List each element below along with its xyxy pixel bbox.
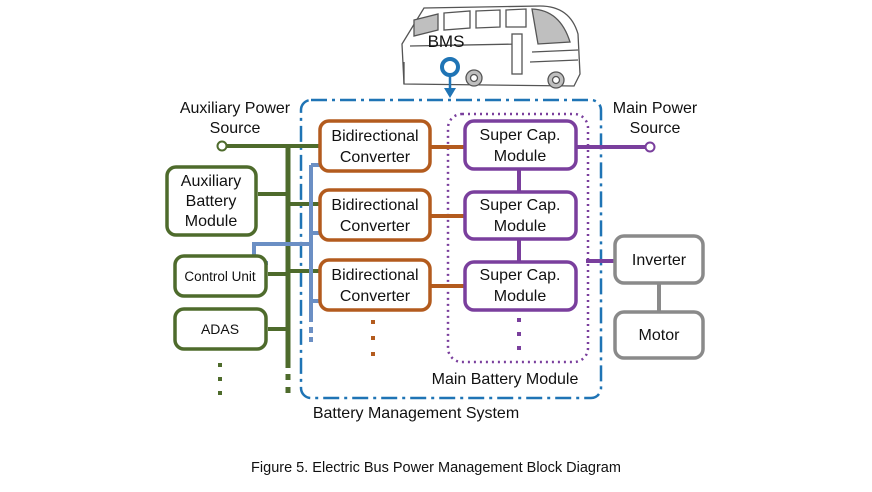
control-unit: Control Unit xyxy=(173,254,268,298)
svg-text:ADAS: ADAS xyxy=(201,321,239,337)
aux-power-source-label: Auxiliary Power xyxy=(180,100,291,117)
location-pin-icon xyxy=(440,57,460,98)
auxiliary-bus xyxy=(225,144,320,393)
supercap-continuation-dots xyxy=(517,318,521,350)
bidirectional-converter-2: Bidirectional Converter xyxy=(318,188,432,242)
main-power-source-label: Main Power xyxy=(613,100,698,117)
main-power-source-label-2: Source xyxy=(630,120,681,137)
svg-text:Bidirectional: Bidirectional xyxy=(331,267,418,284)
main-battery-module-label: Main Battery Module xyxy=(432,371,579,388)
svg-text:Module: Module xyxy=(494,218,547,235)
svg-text:Super Cap.: Super Cap. xyxy=(480,267,561,284)
svg-text:Module: Module xyxy=(494,148,547,165)
inverter: Inverter xyxy=(613,234,705,285)
svg-text:Auxiliary: Auxiliary xyxy=(181,173,241,190)
svg-text:Control Unit: Control Unit xyxy=(184,269,256,284)
aux-continuation-dots xyxy=(218,363,222,395)
bidirectional-converter-1: Bidirectional Converter xyxy=(318,119,432,173)
adas: ADAS xyxy=(173,307,268,351)
super-cap-module-3: Super Cap. Module xyxy=(463,260,578,312)
svg-text:Converter: Converter xyxy=(340,149,411,166)
svg-text:Converter: Converter xyxy=(340,288,411,305)
main-source-terminal xyxy=(644,141,656,153)
svg-text:Module: Module xyxy=(494,288,547,305)
aux-source-terminal xyxy=(216,140,228,152)
svg-text:Super Cap.: Super Cap. xyxy=(480,197,561,214)
converter-continuation-dots xyxy=(371,320,375,356)
converter-links xyxy=(430,145,465,288)
bms-label: BMS xyxy=(428,32,465,51)
main-bus-links xyxy=(517,145,647,263)
aux-power-source-label-2: Source xyxy=(210,120,261,137)
svg-text:Super Cap.: Super Cap. xyxy=(480,127,561,144)
main-battery-module-boundary xyxy=(446,112,590,364)
svg-text:Inverter: Inverter xyxy=(632,252,687,269)
super-cap-module-1: Super Cap. Module xyxy=(463,119,578,171)
svg-text:Battery: Battery xyxy=(186,193,237,210)
svg-text:Bidirectional: Bidirectional xyxy=(331,197,418,214)
figure-caption: Figure 5. Electric Bus Power Management … xyxy=(251,460,621,476)
svg-text:Motor: Motor xyxy=(639,327,681,344)
bidirectional-converter-3: Bidirectional Converter xyxy=(318,258,432,312)
super-cap-module-2: Super Cap. Module xyxy=(463,190,578,241)
svg-text:Module: Module xyxy=(185,213,238,230)
svg-text:Converter: Converter xyxy=(340,218,411,235)
aux-battery-module: Auxiliary Battery Module xyxy=(165,165,258,237)
svg-text:Bidirectional: Bidirectional xyxy=(331,128,418,145)
bms-boundary xyxy=(299,98,603,400)
battery-management-system-label: Battery Management System xyxy=(313,405,519,422)
motor: Motor xyxy=(613,310,705,360)
